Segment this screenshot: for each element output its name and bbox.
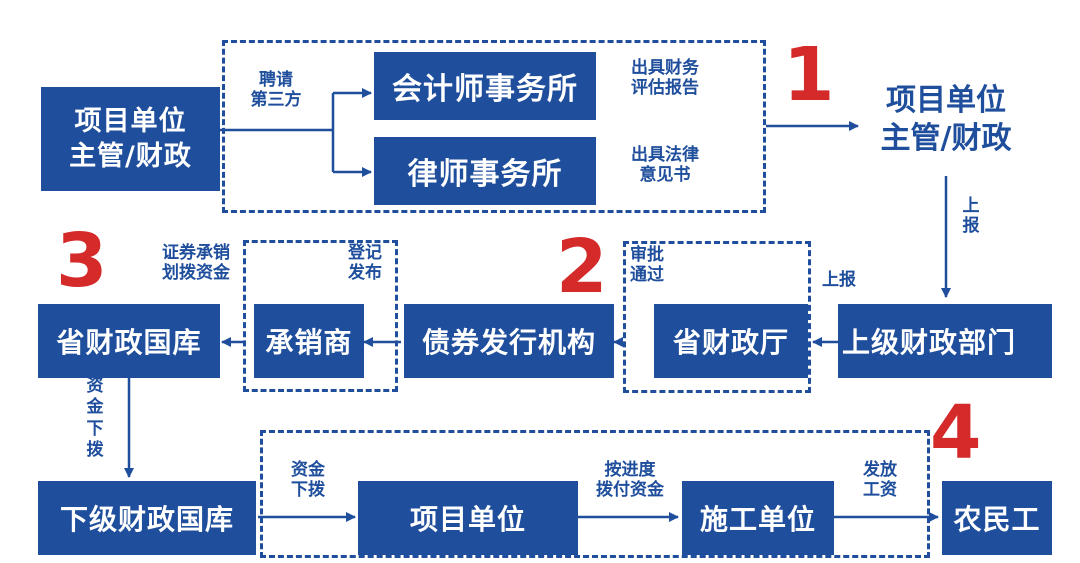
pay-wages-label: 发放 工资 xyxy=(863,460,897,501)
migrant-workers-box: 农民工 xyxy=(942,481,1052,555)
legal-opinion-label: 出具法律 意见书 xyxy=(631,145,699,186)
financial-report-label: 出具财务 评估报告 xyxy=(631,58,699,99)
step-number-2: 2 xyxy=(556,224,608,310)
underwriter-group-frame xyxy=(243,240,398,392)
underwriter-box: 承销商 xyxy=(254,304,364,378)
pay-by-progress-label: 按进度 拨付资金 xyxy=(596,460,664,501)
step-number-4: 4 xyxy=(930,390,982,476)
project-unit-right-title: 项目单位 主管/财政 xyxy=(880,83,1012,156)
superior-finance-box: 上级财政部门 xyxy=(838,304,1052,378)
funds-down-vertical-label: 资 金 下 拨 xyxy=(86,376,104,460)
bond-issuer-box: 债券发行机构 xyxy=(404,304,614,378)
funds-down-label: 资金 下拨 xyxy=(291,460,325,501)
project-unit-left-box: 项目单位 主管/财政 xyxy=(41,87,220,191)
construction-group-frame xyxy=(260,430,930,558)
approved-label: 审批 通过 xyxy=(630,245,664,286)
step-number-3: 3 xyxy=(56,218,108,304)
register-issue-label: 登记 发布 xyxy=(348,243,382,284)
construction-unit-box: 施工单位 xyxy=(682,481,834,555)
approval-group-frame xyxy=(623,241,811,393)
step-number-1: 1 xyxy=(783,32,835,118)
project-unit-bottom-box: 项目单位 xyxy=(358,481,578,555)
third-party-group-frame xyxy=(222,40,766,213)
provincial-finance-dept-box: 省财政厅 xyxy=(654,304,808,378)
law-firm-box: 律师事务所 xyxy=(374,137,596,205)
report-up-label: 上报 xyxy=(822,270,856,290)
cpa-firm-box: 会计师事务所 xyxy=(374,52,596,120)
hire-third-party-label: 聘请 第三方 xyxy=(250,70,302,111)
lower-treasury-box: 下级财政国库 xyxy=(38,481,256,555)
underwrite-transfer-label: 证券承销 划拨资金 xyxy=(162,243,230,284)
report-up-vertical-label: 上 报 xyxy=(962,196,980,237)
provincial-treasury-box: 省财政国库 xyxy=(38,304,220,378)
